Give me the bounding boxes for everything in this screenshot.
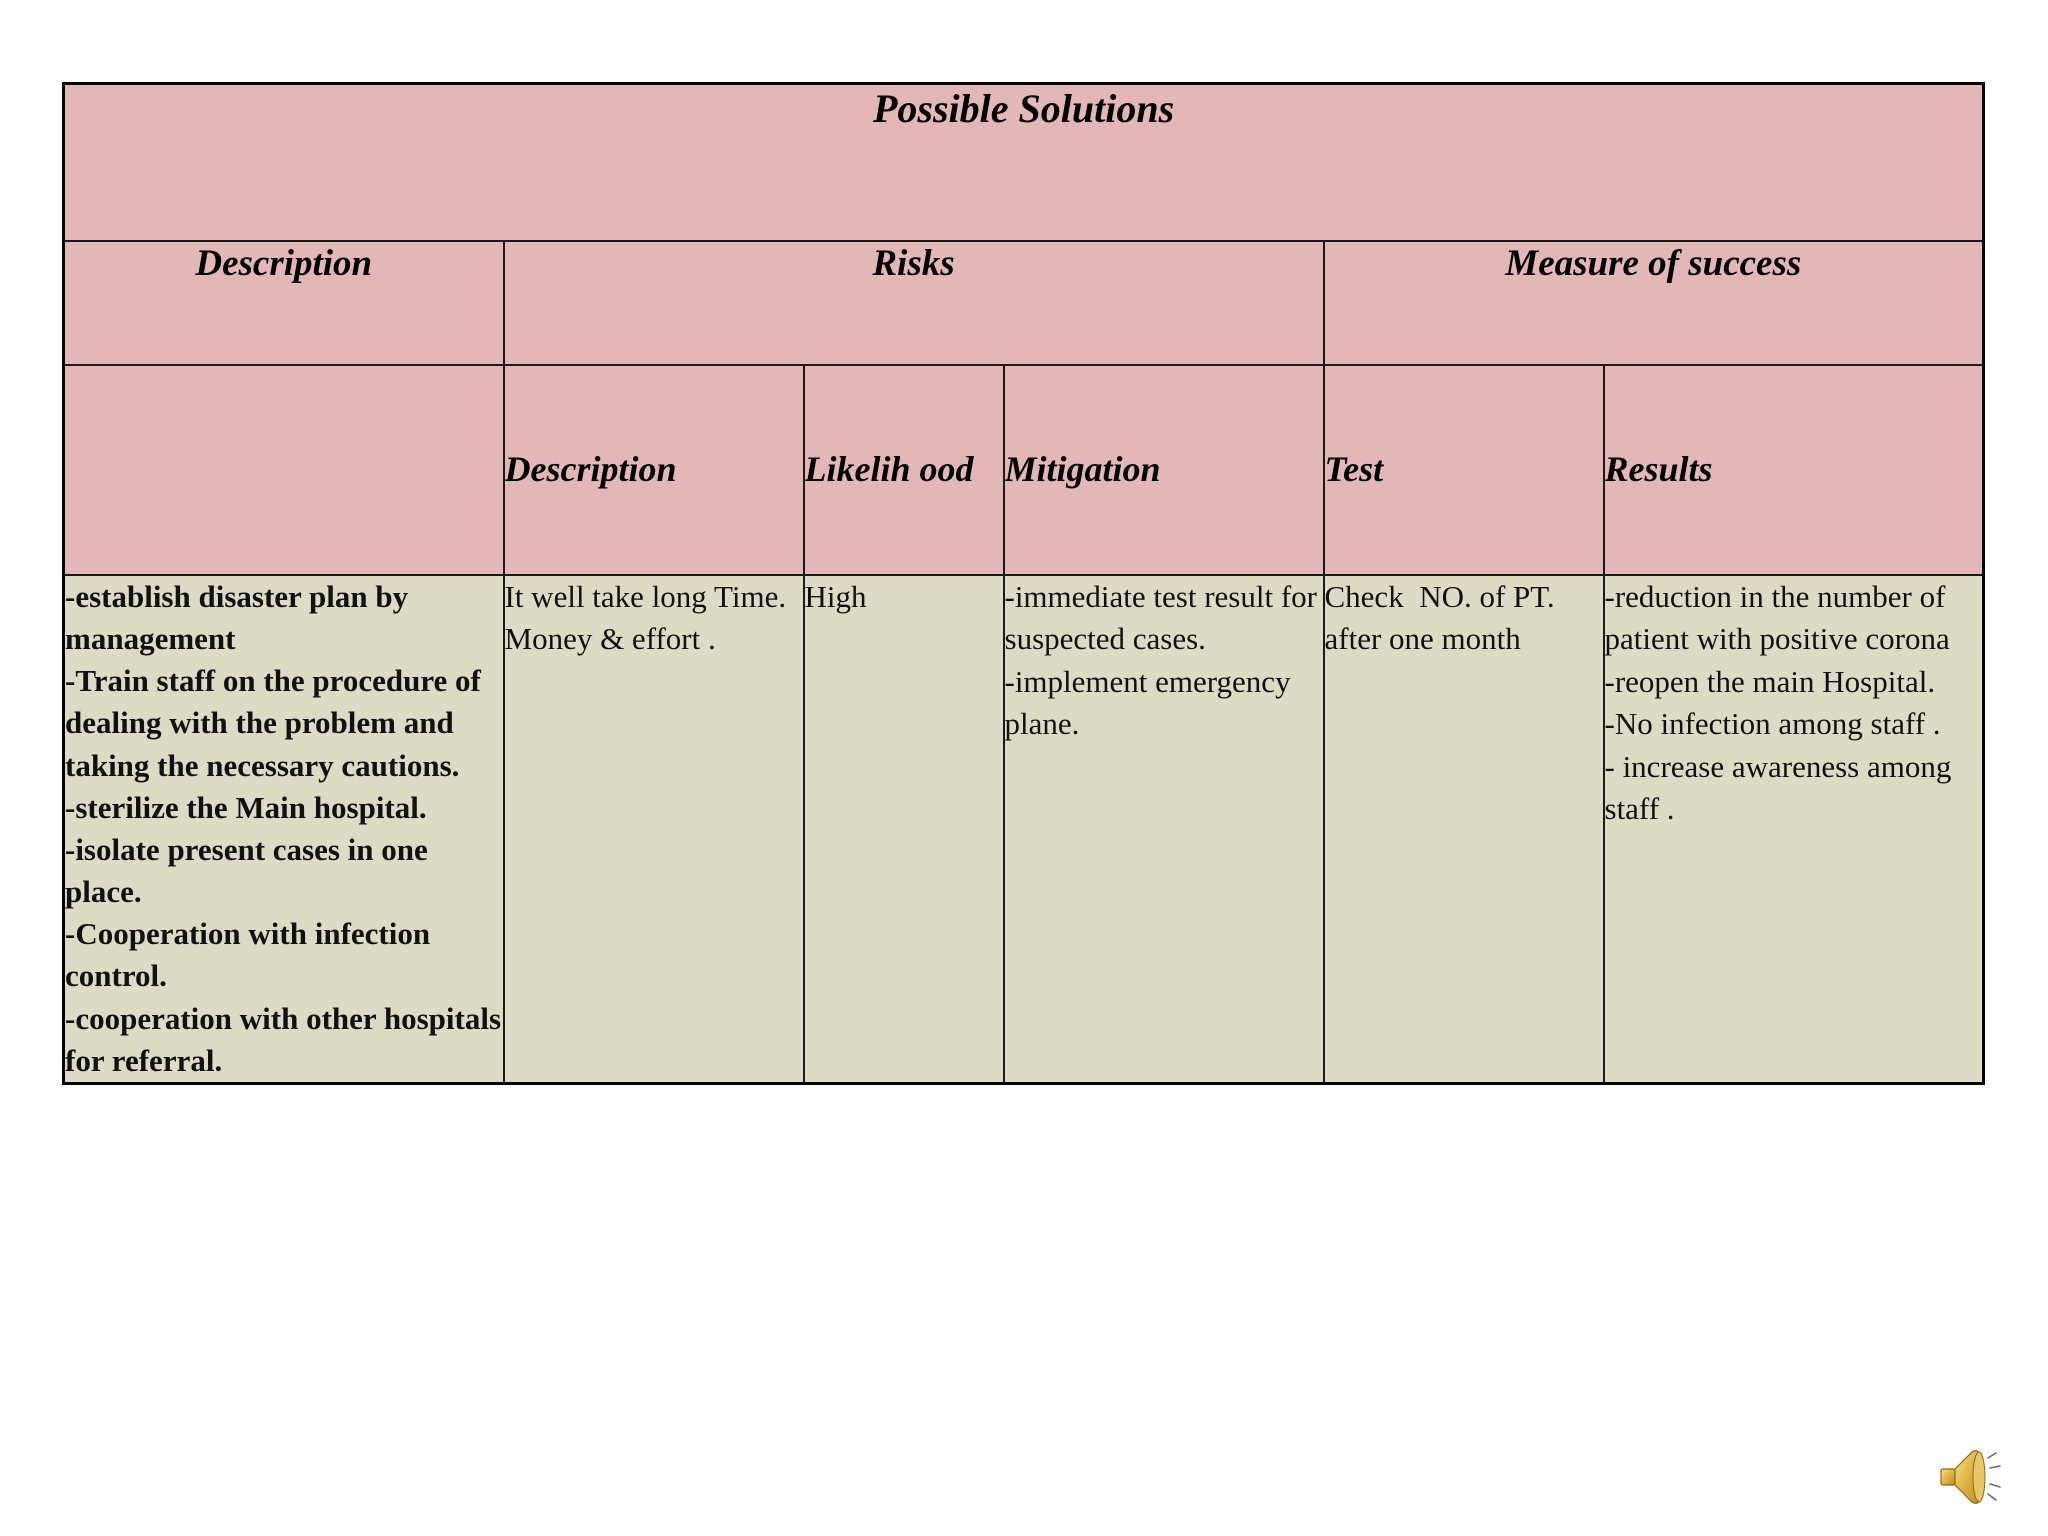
solutions-table-container: Possible Solutions Description Risks Mea… bbox=[62, 82, 1986, 1446]
sub-header-test: Test bbox=[1322, 364, 1605, 576]
page-title: Possible Solutions bbox=[62, 82, 1985, 242]
table-group-header-row: Description Risks Measure of success bbox=[62, 240, 1985, 366]
cell-risk-description-text: It well take long Time. Money & effort . bbox=[504, 579, 787, 657]
sub-header-results: Results bbox=[1602, 364, 1985, 576]
cell-risk-description: It well take long Time. Money & effort . bbox=[502, 573, 805, 1085]
group-header-description: Description bbox=[62, 240, 505, 366]
sub-header-risk-description: Description bbox=[502, 364, 805, 576]
speaker-icon[interactable] bbox=[1938, 1446, 2010, 1508]
possible-solutions-table: Possible Solutions Description Risks Mea… bbox=[62, 82, 1986, 1085]
group-header-risks: Risks bbox=[502, 240, 1325, 366]
sub-header-likelihood: Likelih ood bbox=[802, 364, 1005, 576]
sub-header-mitigation: Mitigation bbox=[1002, 364, 1325, 576]
cell-likelihood-text: High bbox=[804, 579, 867, 614]
cell-test: Check NO. of PT. after one month bbox=[1322, 573, 1605, 1085]
table-row: -establish disaster plan by management -… bbox=[62, 573, 1985, 1085]
cell-likelihood: High bbox=[802, 573, 1005, 1085]
cell-description: -establish disaster plan by management -… bbox=[62, 573, 505, 1085]
cell-test-text: Check NO. of PT. after one month bbox=[1324, 579, 1563, 657]
cell-mitigation: -immediate test result for suspected cas… bbox=[1002, 573, 1325, 1085]
table-title-row: Possible Solutions bbox=[62, 82, 1985, 242]
cell-mitigation-text: -immediate test result for suspected cas… bbox=[1004, 579, 1317, 742]
cell-results: -reduction in the number of patient with… bbox=[1602, 573, 1985, 1085]
sub-header-description-blank bbox=[62, 364, 505, 576]
group-header-measure-of-success: Measure of success bbox=[1322, 240, 1985, 366]
table-sub-header-row: Description Likelih ood Mitigation Test … bbox=[62, 364, 1985, 576]
cell-results-text: -reduction in the number of patient with… bbox=[1604, 579, 1952, 827]
cell-description-text: -establish disaster plan by management -… bbox=[65, 579, 502, 1078]
